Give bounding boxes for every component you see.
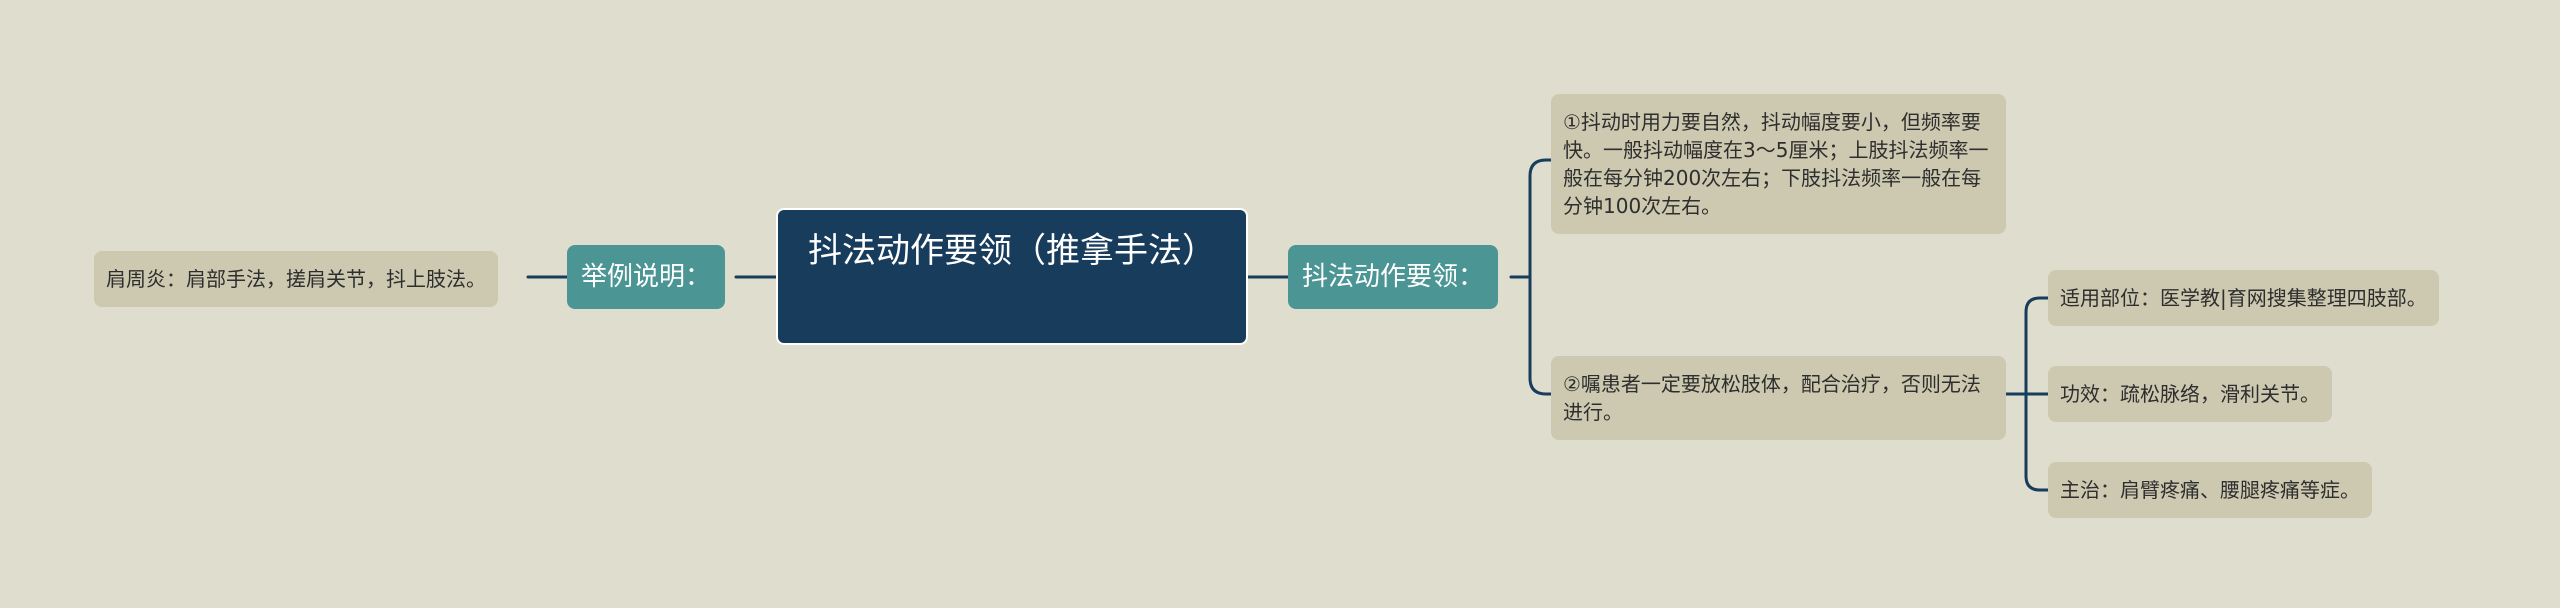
link-bracket-point2 <box>1528 275 1553 396</box>
branch-key-points-label: 抖法动作要领： <box>1302 262 1485 292</box>
leaf-efficacy-label: 功效：疏松脉络，滑利关节。 <box>2060 382 2320 406</box>
leaf-efficacy[interactable]: 功效：疏松脉络，滑利关节。 <box>2048 366 2332 422</box>
branch-key-points[interactable]: 抖法动作要领： <box>1288 245 1499 309</box>
link-bracket-point1 <box>1528 158 1553 279</box>
leaf-applicable-area[interactable]: 适用部位：医学教|育网搜集整理四肢部。 <box>2048 270 2439 326</box>
leaf-indications[interactable]: 主治：肩臂疼痛、腰腿疼痛等症。 <box>2048 462 2372 518</box>
branch-example-label: 举例说明： <box>581 262 712 292</box>
root-topic[interactable]: 抖法动作要领（推拿手法） <box>776 208 1248 345</box>
link-bracket-detail1 <box>2024 296 2050 396</box>
root-topic-label: 抖法动作要领（推拿手法） <box>808 231 1216 271</box>
leaf-point-1[interactable]: ①抖动时用力要自然，抖动幅度要小，但频率要快。一般抖动幅度在3～5厘米；上肢抖法… <box>1551 94 2006 234</box>
leaf-shoulder-example-label: 肩周炎：肩部手法，搓肩关节，抖上肢法。 <box>106 267 486 291</box>
leaf-point-1-label: ①抖动时用力要自然，抖动幅度要小，但频率要快。一般抖动幅度在3～5厘米；上肢抖法… <box>1563 110 1989 218</box>
leaf-indications-label: 主治：肩臂疼痛、腰腿疼痛等症。 <box>2060 478 2360 502</box>
leaf-point-2-label: ②嘱患者一定要放松肢体，配合治疗，否则无法进行。 <box>1563 372 1981 424</box>
leaf-point-2[interactable]: ②嘱患者一定要放松肢体，配合治疗，否则无法进行。 <box>1551 356 2006 440</box>
branch-example[interactable]: 举例说明： <box>567 245 726 309</box>
leaf-applicable-area-label: 适用部位：医学教|育网搜集整理四肢部。 <box>2060 286 2427 310</box>
leaf-shoulder-example[interactable]: 肩周炎：肩部手法，搓肩关节，抖上肢法。 <box>94 251 498 307</box>
link-bracket-detail3 <box>2024 392 2050 492</box>
